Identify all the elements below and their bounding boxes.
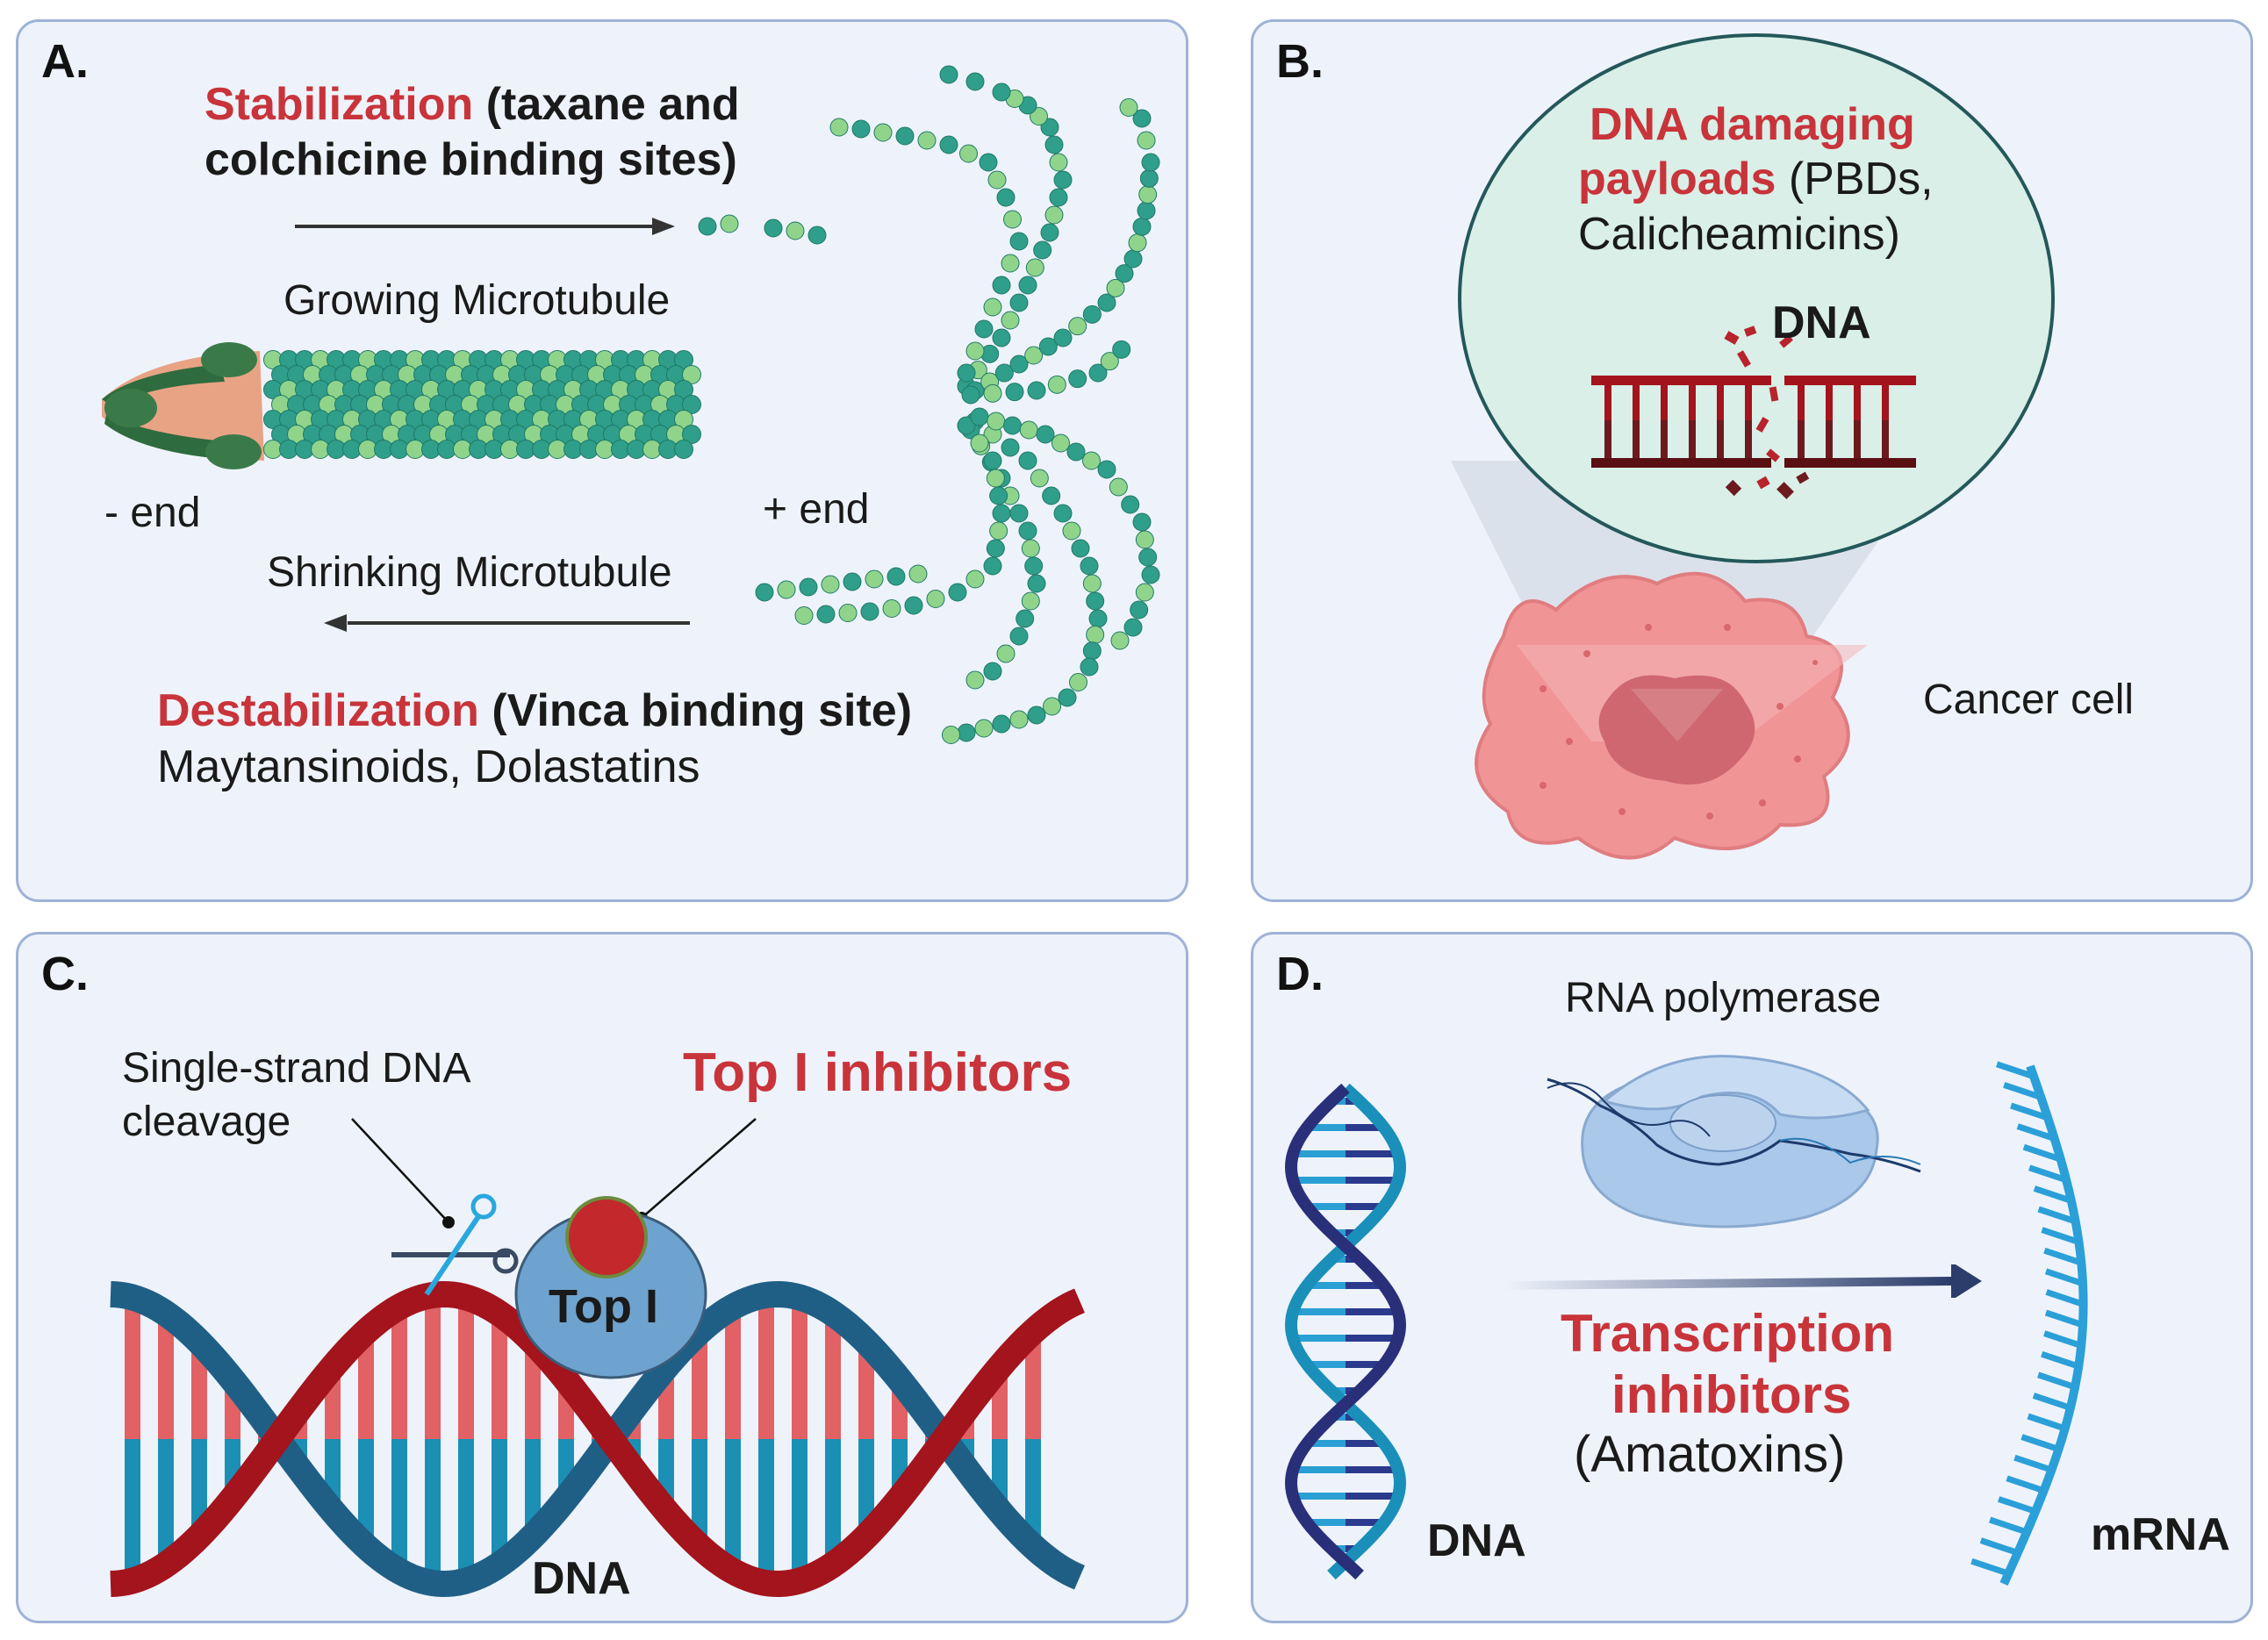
cleavage-label-line2: cleavage — [122, 1099, 291, 1145]
stabilization-heading: Stabilization (taxane and — [205, 79, 740, 132]
dna-label: DNA — [1427, 1515, 1526, 1566]
panel-c-letter: C. — [41, 948, 89, 1000]
microtubule-illustration — [102, 65, 1160, 744]
panel-d-transcription: D. RNA polymerase Transcription inhibito… — [1251, 932, 2253, 1623]
amatoxins-label: (Amatoxins) — [1574, 1426, 1846, 1483]
scissors-icon — [391, 1193, 519, 1296]
top1-label: Top I — [549, 1280, 658, 1333]
dna-break-fragments-icon — [1724, 326, 1793, 490]
dna-ladder-icon — [1591, 326, 1916, 499]
inhibitors-label: inhibitors — [1611, 1365, 1852, 1424]
panel-d-letter: D. — [1276, 948, 1324, 1000]
stabilization-sites-line2: colchicine binding sites) — [205, 134, 737, 185]
dna-damage-illustration — [1451, 33, 2055, 860]
dna-label: DNA — [532, 1553, 631, 1604]
panel-a-letter: A. — [41, 35, 89, 88]
mrna-label: mRNA — [2091, 1509, 2230, 1560]
destabilization-site: (Vinca binding site) — [478, 685, 913, 736]
dna-label: DNA — [1772, 297, 1871, 348]
payloads-examples: (PBDs, — [1776, 154, 1934, 204]
protofilament-curls — [698, 65, 1160, 744]
cleavage-label-line1: Single-strand DNA — [122, 1045, 471, 1092]
destabilizer-examples: Maytansinoids, Dolastatins — [157, 741, 700, 792]
arrow-right-icon — [1951, 1264, 1982, 1298]
microtubule-minus-cap-icon — [102, 342, 264, 469]
topoisomerase-icon — [514, 1196, 707, 1379]
mrna-strand-icon — [1970, 1061, 2088, 1586]
plus-end-label: + end — [763, 486, 870, 533]
panel-b-letter: B. — [1276, 35, 1324, 88]
dna-helix-icon — [1284, 1083, 1407, 1580]
payloads-examples-line2: Calicheamicins) — [1578, 209, 1900, 260]
stabilization-label: Stabilization — [205, 79, 474, 130]
payloads-label: payloads — [1578, 154, 1776, 204]
destabilization-heading: Destabilization (Vinca binding site) — [157, 685, 912, 738]
topoisomerase-illustration — [110, 1118, 1085, 1597]
microtubule-body — [263, 350, 701, 459]
minus-end-label: - end — [104, 490, 201, 536]
panel-c-topoisomerase: C. Single-strand DNA cleavage Top I inhi… — [16, 932, 1188, 1623]
rna-polymerase-label: RNA polymerase — [1565, 975, 1882, 1021]
transcription-label: Transcription — [1561, 1304, 1895, 1363]
panel-b-dna-damage: B. DNA damaging payloads (PBDs, Calichea… — [1251, 19, 2253, 902]
stabilization-sites: (taxane and — [473, 79, 740, 130]
panel-a-microtubule: A. Stabilization (taxane and colchicine … — [16, 19, 1188, 902]
growing-microtubule-label: Growing Microtubule — [284, 277, 671, 324]
destabilization-label: Destabilization — [157, 685, 479, 736]
shrinking-microtubule-label: Shrinking Microtubule — [267, 549, 672, 596]
cancer-cell-icon — [1475, 571, 1868, 860]
top1-inhibitors-label: Top I inhibitors — [683, 1042, 1073, 1103]
payloads-heading: payloads (PBDs, — [1578, 154, 1934, 206]
transcription-illustration — [1284, 1055, 2088, 1586]
rna-polymerase-icon — [1547, 1055, 1921, 1228]
dna-damaging-label: DNA damaging — [1590, 99, 1915, 150]
dna-double-helix-icon — [110, 1281, 1085, 1597]
arrow-right-icon — [652, 218, 675, 235]
inhibitor-molecule-icon — [565, 1196, 648, 1278]
arrow-left-icon — [324, 614, 347, 632]
cancer-cell-label: Cancer cell — [1923, 677, 2135, 723]
